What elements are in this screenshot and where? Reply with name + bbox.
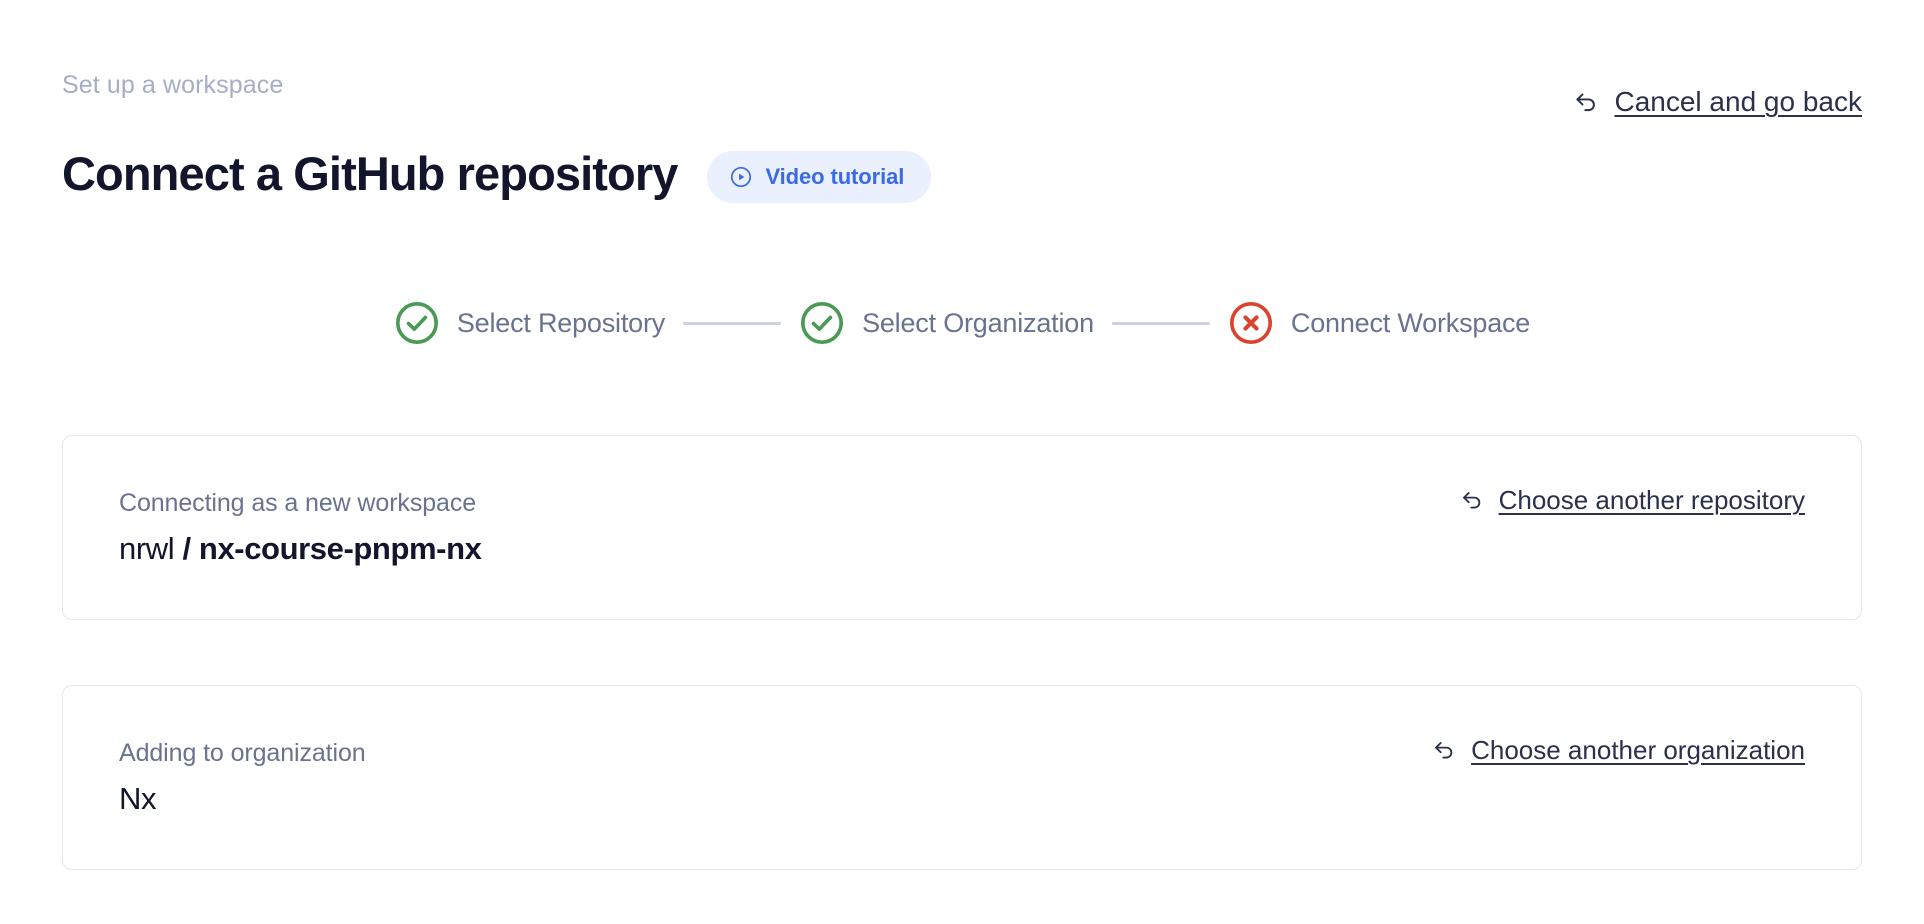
choose-another-repository-label: Choose another repository <box>1498 485 1805 515</box>
choose-another-organization-link[interactable]: Choose another organization <box>1431 734 1805 766</box>
stepper-connector-1 <box>683 321 782 325</box>
undo-arrow-icon <box>1459 487 1485 513</box>
cancel-and-go-back-link[interactable]: Cancel and go back <box>1572 85 1862 119</box>
page-header: Set up a workspace Connect a GitHub repo… <box>62 70 1862 204</box>
choose-another-organization-label: Choose another organization <box>1471 735 1805 765</box>
repository-name: nx-course-pnpm-nx <box>198 530 482 566</box>
progress-stepper: Select Repository Select Organization Co… <box>0 300 1924 346</box>
stepper-step-connect-workspace[interactable]: Connect Workspace <box>1228 300 1530 346</box>
repository-separator: / <box>182 530 191 566</box>
stepper-label-select-repository: Select Repository <box>456 308 666 338</box>
choose-another-repository-link[interactable]: Choose another repository <box>1459 484 1805 516</box>
check-circle-icon <box>799 300 845 346</box>
stepper-connector-2 <box>1111 321 1210 325</box>
page-title: Connect a GitHub repository <box>62 147 678 201</box>
title-row: Connect a GitHub repository Video tutori… <box>62 115 1862 234</box>
repository-card: Connecting as a new workspace nrwl / nx-… <box>62 435 1862 620</box>
stepper-step-select-repository[interactable]: Select Repository <box>394 300 665 346</box>
undo-arrow-icon <box>1572 88 1600 116</box>
check-circle-icon <box>394 300 440 346</box>
organization-card-caption: Adding to organization <box>119 738 366 767</box>
video-tutorial-label: Video tutorial <box>765 164 905 190</box>
organization-name: Nx <box>119 780 157 816</box>
organization-card: Adding to organization Nx Choose another… <box>62 685 1862 870</box>
repository-card-value: nrwl / nx-course-pnpm-nx <box>119 530 482 568</box>
x-circle-icon <box>1228 300 1274 346</box>
play-circle-icon <box>729 165 753 189</box>
cancel-and-go-back-label: Cancel and go back <box>1614 86 1862 117</box>
repository-owner: nrwl <box>119 530 175 566</box>
undo-arrow-icon <box>1431 737 1457 763</box>
stepper-step-select-organization[interactable]: Select Organization <box>799 300 1094 346</box>
breadcrumb-eyebrow: Set up a workspace <box>62 71 284 99</box>
stepper-label-connect-workspace: Connect Workspace <box>1290 308 1531 338</box>
stepper-label-select-organization: Select Organization <box>862 308 1094 338</box>
organization-card-content: Adding to organization Nx <box>119 738 366 818</box>
repository-card-caption: Connecting as a new workspace <box>119 488 477 517</box>
repository-card-content: Connecting as a new workspace nrwl / nx-… <box>119 488 482 568</box>
video-tutorial-button[interactable]: Video tutorial <box>707 151 932 204</box>
